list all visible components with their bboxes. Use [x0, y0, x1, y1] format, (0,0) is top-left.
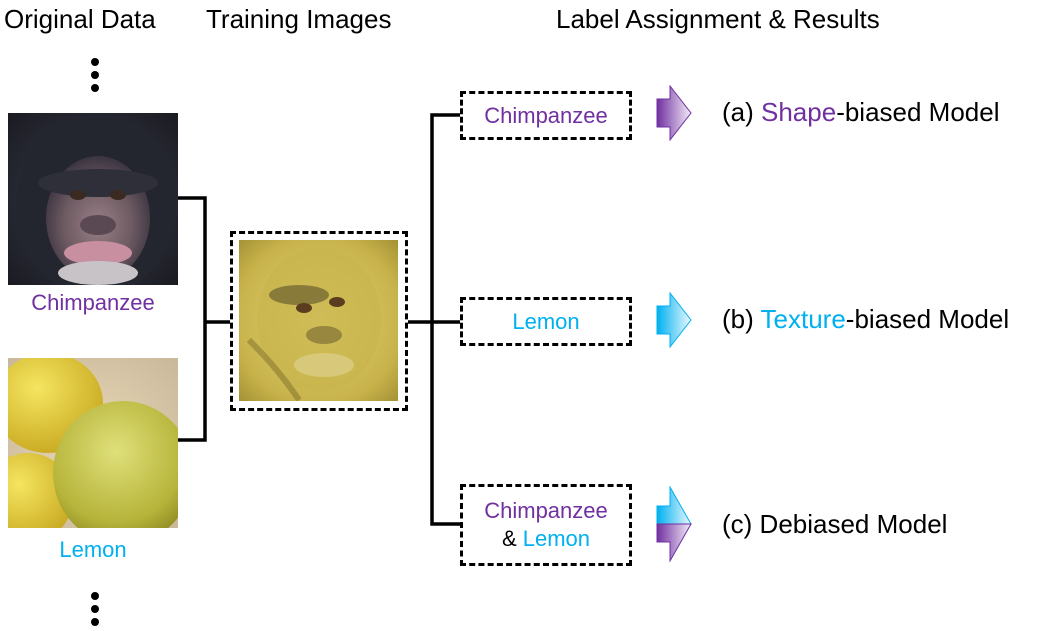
result-a-suffix: -biased Model	[836, 97, 1000, 127]
chimpanzee-photo	[8, 113, 178, 285]
training-image	[239, 240, 399, 402]
caption-lemon: Lemon	[59, 537, 127, 562]
label-c-ampersand: &	[501, 526, 523, 551]
arrow-debiased-icon	[656, 486, 692, 562]
lemon-photo	[8, 358, 178, 528]
label-box-lemon: Lemon	[460, 297, 632, 346]
arrow-texture-icon	[656, 292, 692, 348]
result-a-prefix: (a)	[722, 97, 761, 127]
label-box-chimpanzee-and-lemon: Chimpanzee & Lemon	[460, 484, 632, 566]
result-b-texture: Texture	[760, 304, 846, 334]
training-image-frame	[230, 231, 408, 411]
result-a: (a) Shape-biased Model	[722, 97, 1000, 128]
header-label-assignment: Label Assignment & Results	[556, 4, 880, 34]
result-b: (b) Texture-biased Model	[722, 304, 1009, 335]
result-a-shape: Shape	[761, 97, 837, 127]
ellipsis-bottom	[91, 592, 99, 631]
result-c: (c) Debiased Model	[722, 509, 948, 539]
label-c-line2: & Lemon	[502, 525, 590, 553]
arrow-shape-icon	[656, 85, 692, 141]
label-c-lemon: Lemon	[522, 526, 591, 551]
result-b-prefix: (b)	[722, 304, 761, 334]
label-b-text: Lemon	[512, 308, 580, 334]
caption-chimpanzee: Chimpanzee	[31, 290, 155, 315]
header-original-data: Original Data	[4, 4, 156, 34]
label-box-chimpanzee: Chimpanzee	[460, 91, 632, 140]
label-a-text: Chimpanzee	[484, 102, 608, 128]
result-b-suffix: -biased Model	[845, 304, 1010, 334]
ellipsis-top	[91, 58, 99, 97]
label-c-chimpanzee: Chimpanzee	[484, 498, 608, 523]
header-training-images: Training Images	[206, 4, 392, 34]
